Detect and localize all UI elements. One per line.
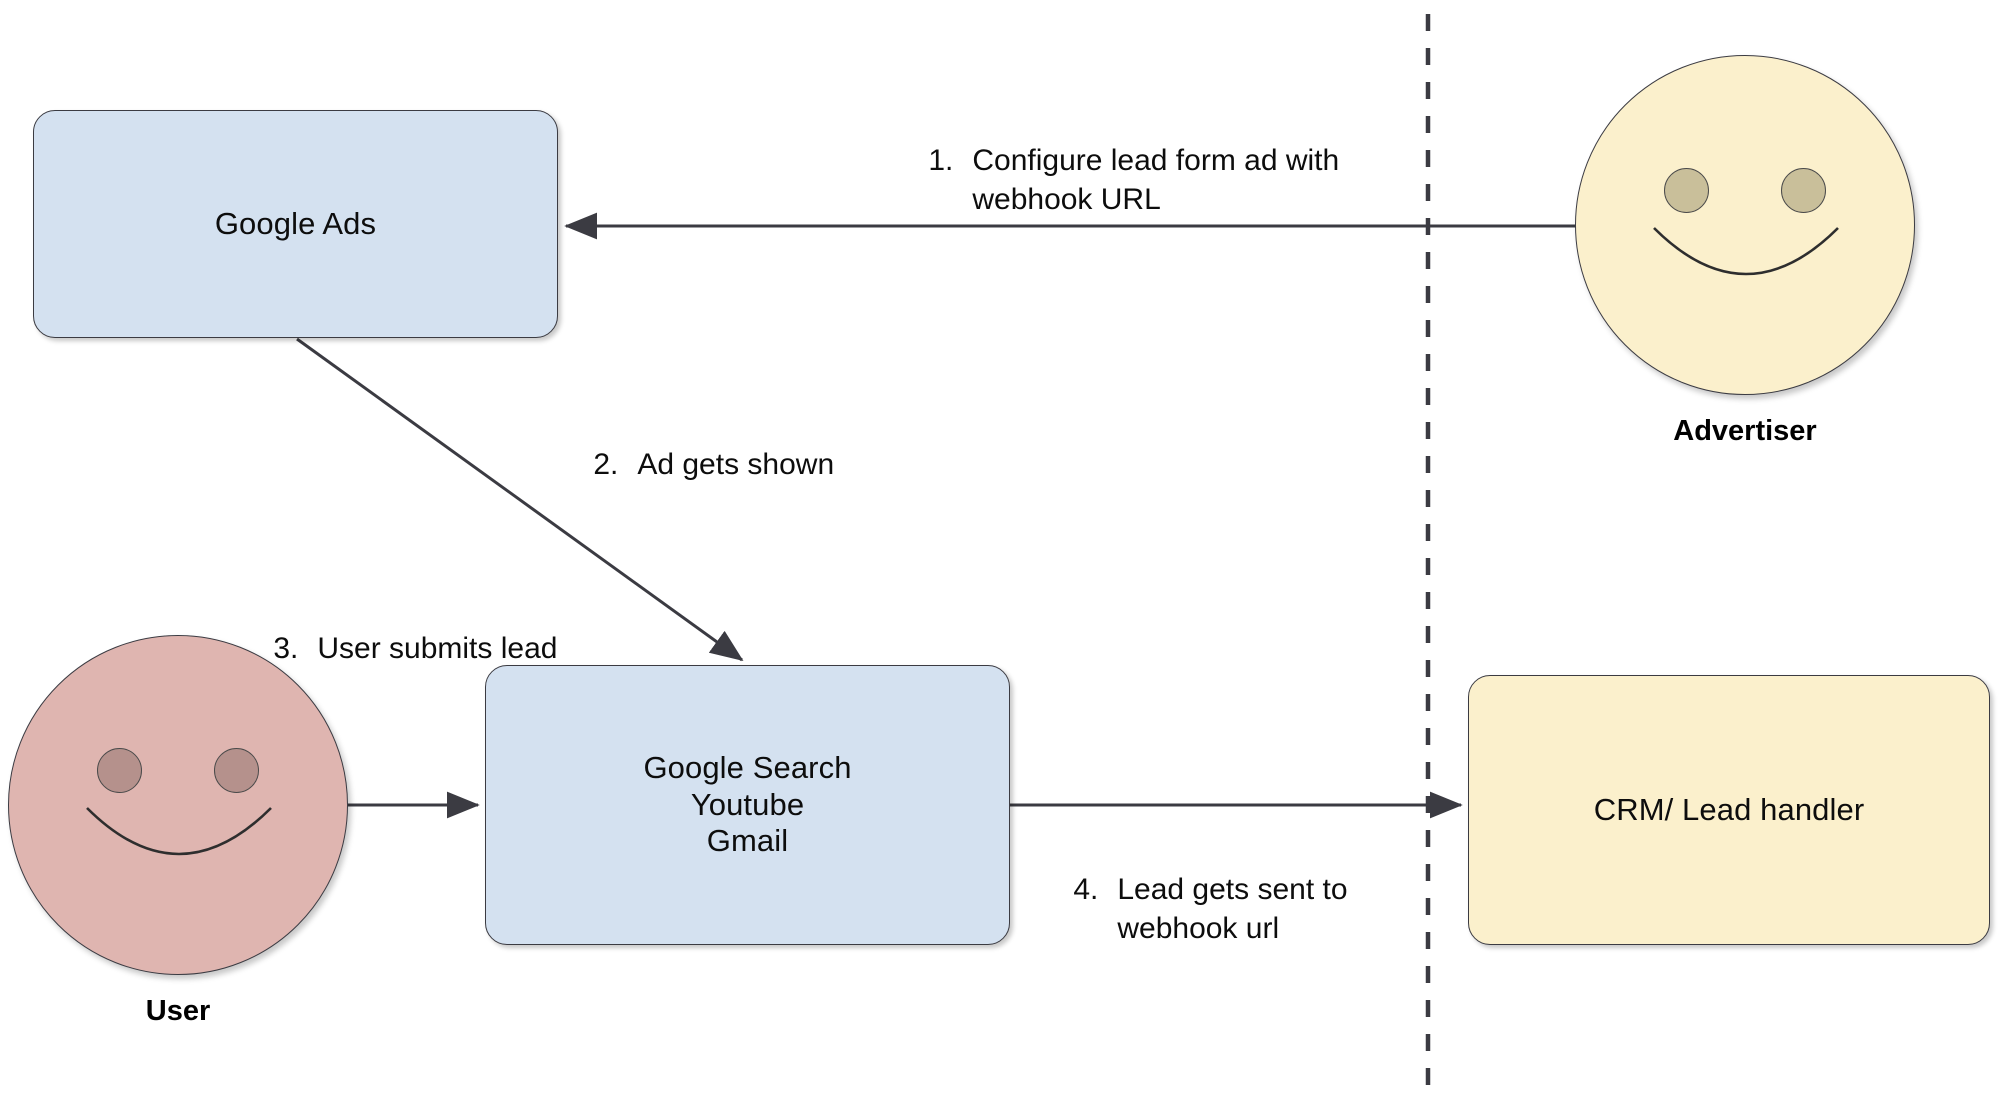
actor-advertiser-label: Advertiser bbox=[1673, 415, 1817, 447]
edge-label-step-1: 1. Configure lead form ad with webhook UR… bbox=[895, 104, 1339, 258]
edge-label-step-3-number: 3. bbox=[273, 632, 299, 666]
user-smile-icon bbox=[83, 804, 275, 904]
node-crm-lead-handler[interactable]: CRM/ Lead handler bbox=[1468, 675, 1990, 945]
node-google-surfaces[interactable]: Google Search Youtube Gmail bbox=[485, 665, 1010, 945]
advertiser-face-icon bbox=[1575, 55, 1915, 395]
user-eye-left-icon bbox=[97, 748, 142, 793]
edge-label-step-3: 3. User submits lead bbox=[240, 592, 557, 707]
edge-label-step-2: 2. Ad gets shown bbox=[560, 408, 834, 523]
edge-label-step-1-text: Configure lead form ad with webhook URL bbox=[972, 144, 1340, 216]
actor-user[interactable]: User bbox=[8, 635, 348, 1028]
edge-label-step-2-text: Ad gets shown bbox=[637, 448, 835, 482]
advertiser-eye-right-icon bbox=[1781, 168, 1826, 213]
node-google-ads-label: Google Ads bbox=[214, 205, 377, 241]
node-google-surfaces-label: Google Search Youtube Gmail bbox=[643, 750, 852, 859]
edge-label-step-3-text: User submits lead bbox=[317, 632, 558, 666]
edge-label-step-1-number: 1. bbox=[928, 144, 954, 178]
advertiser-smile-icon bbox=[1650, 224, 1842, 324]
actor-user-label: User bbox=[145, 995, 211, 1027]
edge-label-step-2-number: 2. bbox=[593, 448, 619, 482]
node-google-ads[interactable]: Google Ads bbox=[33, 110, 558, 338]
advertiser-eye-left-icon bbox=[1664, 168, 1709, 213]
edge-label-step-4-text: Lead gets sent to webhook url bbox=[1117, 873, 1348, 945]
node-crm-lead-handler-label: CRM/ Lead handler bbox=[1593, 791, 1865, 827]
user-eye-right-icon bbox=[214, 748, 259, 793]
user-face-icon bbox=[8, 635, 348, 975]
edge-label-step-4-number: 4. bbox=[1073, 873, 1099, 907]
actor-advertiser[interactable]: Advertiser bbox=[1575, 55, 1915, 448]
edge-label-step-4: 4. Lead gets sent to webhook url bbox=[1040, 833, 1348, 987]
